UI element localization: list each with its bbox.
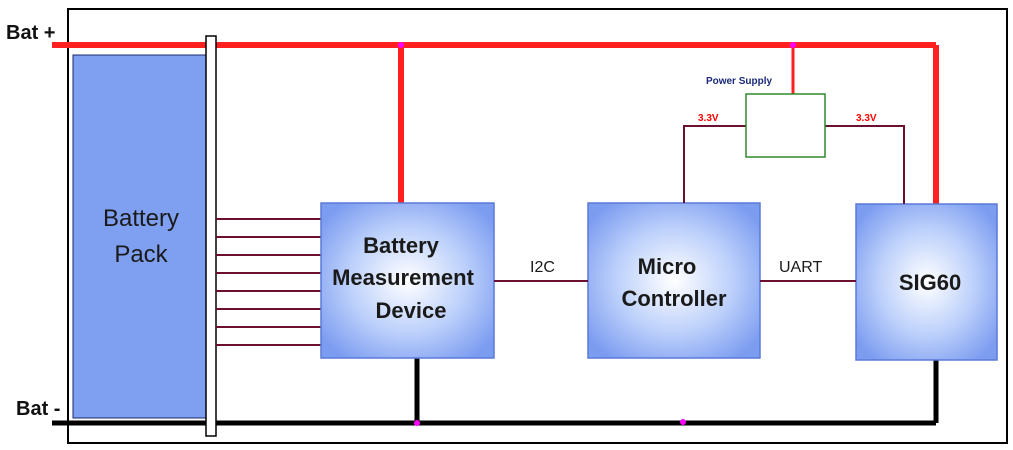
i2c-label: I2C (530, 259, 555, 276)
signal-connections (494, 125, 905, 282)
power-supply-label: Power Supply (706, 76, 773, 87)
bmd-label-line2: Measurement (332, 265, 475, 290)
battery-measurement-device-block (320, 202, 495, 359)
diagram-frame (67, 8, 1008, 444)
battery-pack-label-line1: Battery (103, 205, 179, 232)
bat-minus-rail (52, 358, 939, 426)
micro-label-line2: Controller (621, 286, 727, 311)
uart-label: UART (779, 259, 822, 276)
micro-controller-block (587, 202, 761, 359)
bat-minus-label: Bat - (16, 398, 60, 420)
sig60-label: SIG60 (899, 270, 961, 295)
power-supply-block (745, 93, 826, 158)
battery-pack-label-line2: Pack (114, 241, 168, 268)
junction-dot (680, 419, 686, 425)
micro-label-line1: Micro (638, 254, 697, 279)
cell-tap-lines (216, 218, 321, 346)
battery-pack-block (72, 54, 212, 419)
voltage-label-left: 3.3V (698, 113, 719, 124)
voltage-label-right: 3.3V (856, 113, 877, 124)
bmd-label-line3: Device (376, 298, 447, 323)
bat-plus-label: Bat + (6, 22, 55, 44)
junction-dot (398, 42, 404, 48)
junction-dot (414, 420, 420, 426)
bmd-label-line1: Battery (363, 233, 440, 258)
junction-dot (790, 42, 796, 48)
sig60-block (855, 203, 998, 361)
bat-plus-rail (52, 42, 939, 204)
pack-separator-bar (205, 35, 217, 437)
